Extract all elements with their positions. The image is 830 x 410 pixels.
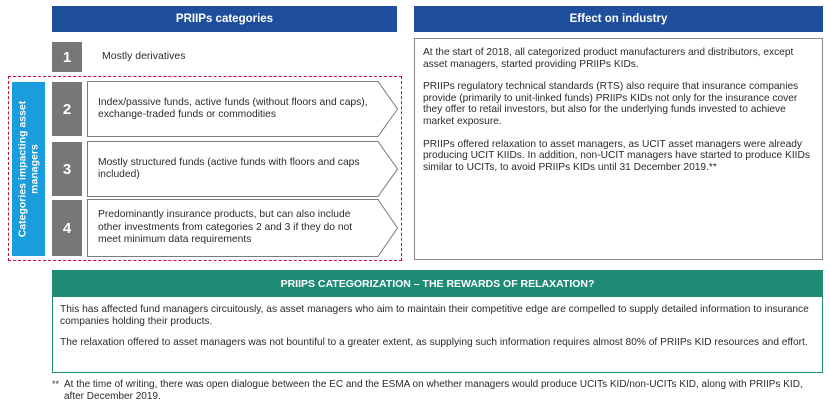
category-arrow-2: Index/passive funds, active funds (witho…: [87, 81, 399, 137]
effect-on-industry-box: At the start of 2018, all categorized pr…: [414, 38, 823, 260]
category-arrow-4: Predominantly insurance products, but ca…: [87, 199, 399, 257]
category-number-2: 2: [52, 82, 82, 136]
footnote-marker: **: [52, 379, 60, 389]
category-number-4: 4: [52, 200, 82, 256]
category-number-1: 1: [52, 42, 82, 72]
asset-manager-categories-outline: [8, 76, 402, 261]
effect-header: Effect on industry: [414, 6, 823, 32]
categorization-body: This has affected fund managers circuito…: [53, 297, 822, 349]
category-number-3: 3: [52, 142, 82, 196]
categorization-paragraph-1: This has affected fund managers circuito…: [60, 304, 809, 327]
effect-paragraph-2: PRIIPs regulatory technical standards (R…: [423, 81, 799, 127]
effect-paragraph-1: At the start of 2018, all categorized pr…: [423, 47, 794, 70]
effect-paragraph-3: PRIIPs offered relaxation to asset manag…: [423, 138, 810, 173]
category-text-1: Mostly derivatives: [102, 50, 186, 62]
category-text-3: Mostly structured funds (active funds wi…: [98, 156, 360, 181]
categorization-paragraph-2: The relaxation offered to asset managers…: [60, 337, 808, 349]
categorization-title: PRIIPS CATEGORIZATION – THE REWARDS OF R…: [53, 271, 822, 297]
side-label: Categories impacting asset managers: [16, 100, 40, 238]
footnote-text: At the time of writing, there was open d…: [64, 379, 803, 402]
category-text-4: Predominantly insurance products, but ca…: [98, 209, 353, 246]
categorization-box: PRIIPS CATEGORIZATION – THE REWARDS OF R…: [52, 270, 823, 373]
categories-header: PRIIPs categories: [52, 6, 397, 32]
category-arrow-3: Mostly structured funds (active funds wi…: [87, 141, 399, 197]
side-label-box: Categories impacting asset managers: [12, 82, 45, 256]
category-text-2: Index/passive funds, active funds (witho…: [98, 96, 368, 121]
